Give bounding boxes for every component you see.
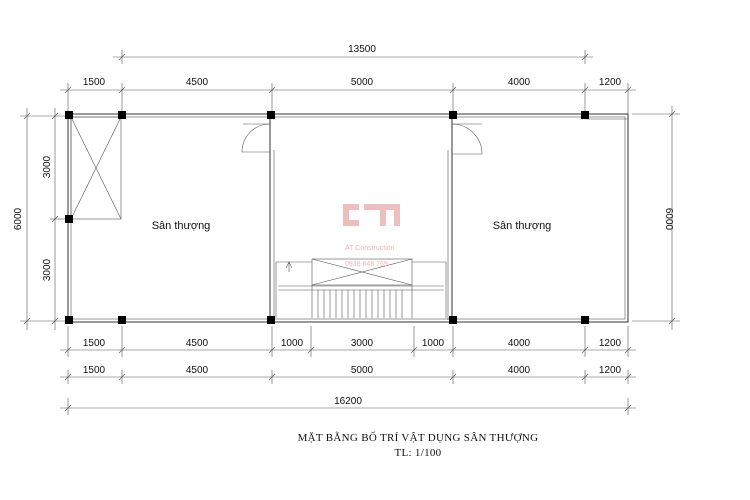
drawing-title: MẶT BẰNG BỐ TRÍ VẬT DỤNG SÂN THƯỢNG <box>298 431 539 444</box>
watermark-company: AT Construction <box>345 245 395 252</box>
dim-bottom1-7: 1200 <box>599 338 622 349</box>
dim-left-overall: 6000 <box>13 207 24 230</box>
dim-bottom2-4: 4000 <box>508 365 531 376</box>
dim-bottom2-3: 5000 <box>351 365 374 376</box>
dim-top-1: 1500 <box>83 77 106 88</box>
room-label-right: Sân thượng <box>493 220 552 232</box>
dim-bottom1-1: 1500 <box>83 338 106 349</box>
dim-bottom1-3: 1000 <box>281 338 304 349</box>
left-dimension-lines <box>20 108 66 330</box>
dim-bottom2-2: 4500 <box>186 365 209 376</box>
dim-left-upper: 3000 <box>42 155 53 178</box>
dim-bottom1-2: 4500 <box>186 338 209 349</box>
watermark-logo <box>343 204 400 226</box>
dim-bottom1-6: 4000 <box>508 338 531 349</box>
dim-top-3: 5000 <box>351 77 374 88</box>
dim-bottom2-5: 1200 <box>599 365 622 376</box>
dim-right-overall: 6000 <box>663 208 674 231</box>
dim-bottom-overall: 16200 <box>334 396 362 407</box>
dim-top-2: 4500 <box>186 77 209 88</box>
dim-bottom1-4: 3000 <box>351 338 374 349</box>
dim-bottom2-1: 1500 <box>83 365 106 376</box>
dim-left-lower: 3000 <box>42 258 53 281</box>
bottom-dimension-lines <box>60 326 636 415</box>
staircase <box>275 258 447 318</box>
right-dimension-lines <box>632 106 680 330</box>
dim-top-5: 1200 <box>599 77 622 88</box>
drawing-scale: TL: 1/100 <box>394 447 441 459</box>
structural-columns <box>65 111 589 324</box>
room-label-left: Sân thượng <box>152 220 211 232</box>
dim-bottom1-5: 1000 <box>422 338 445 349</box>
watermark-phone: 0938 848 769 <box>345 261 388 268</box>
dim-top-4: 4000 <box>508 77 531 88</box>
top-dimension-lines <box>60 50 636 115</box>
dim-top-overall: 13500 <box>348 44 376 55</box>
